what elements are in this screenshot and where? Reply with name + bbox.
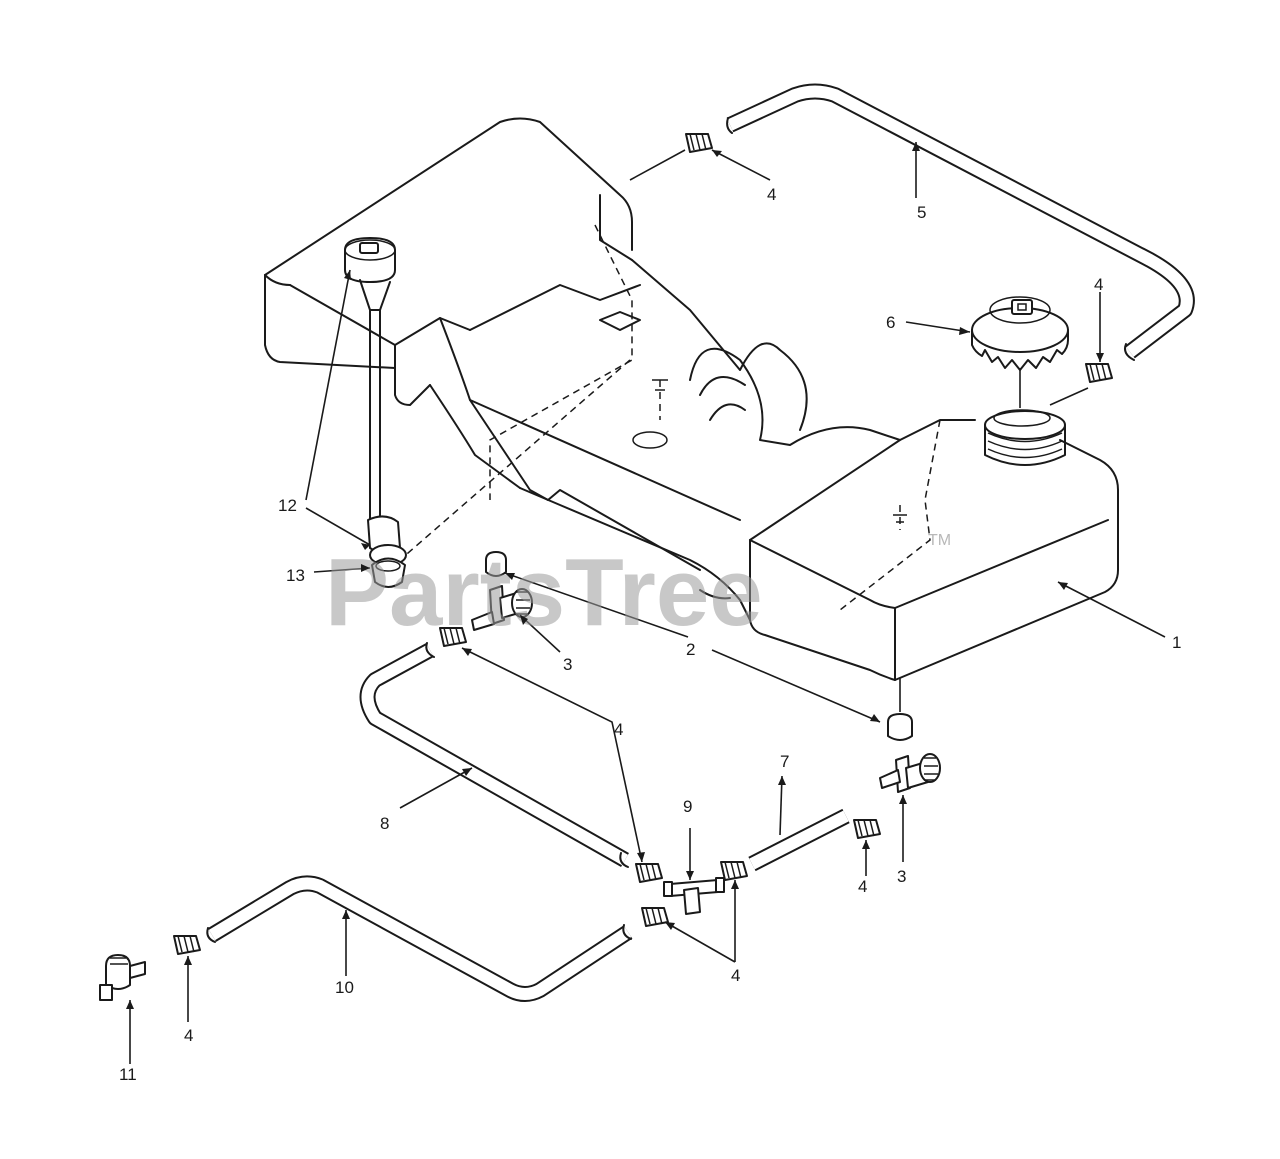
callout-13: 13 xyxy=(286,566,305,585)
clamp-right-lower xyxy=(853,819,881,839)
hose-7 xyxy=(748,808,850,872)
callout-2: 2 xyxy=(686,640,695,659)
clamp-left-upper xyxy=(439,627,467,647)
partstree-watermark: PartsTree TM xyxy=(325,532,951,646)
clamp-tee-right xyxy=(720,861,748,881)
clamp-tee-left xyxy=(635,863,663,883)
callout-4-right: 4 xyxy=(1094,275,1103,294)
hose-10 xyxy=(206,875,633,1002)
callout-4-bottom: 4 xyxy=(731,966,740,985)
callout-11: 11 xyxy=(119,1065,137,1084)
callout-4-left-tee: 4 xyxy=(614,720,623,739)
callout-3-right: 3 xyxy=(897,867,906,886)
clamp-tee-bottom xyxy=(641,907,669,927)
watermark-text: PartsTree xyxy=(325,539,763,646)
callout-9: 9 xyxy=(683,797,692,816)
callout-3-left: 3 xyxy=(563,655,572,674)
callout-8: 8 xyxy=(380,814,389,833)
fuel-filter xyxy=(99,954,146,1001)
fuel-cap xyxy=(971,296,1069,408)
callout-7: 7 xyxy=(780,752,789,771)
callout-labels: 1 2 3 3 4 4 4 4 4 4 5 6 7 8 9 10 11 12 1… xyxy=(119,185,1181,1084)
clamp-top xyxy=(685,133,713,153)
callout-5: 5 xyxy=(917,203,926,222)
callout-12: 12 xyxy=(278,496,297,515)
dipstick-assembly xyxy=(344,237,407,588)
shutoff-valve-left xyxy=(471,551,533,631)
hose-clamps xyxy=(173,133,1113,955)
callout-4-right-tee: 4 xyxy=(858,877,867,896)
callout-4-far-left: 4 xyxy=(184,1026,193,1045)
tee-fitting xyxy=(663,877,725,915)
callout-1: 1 xyxy=(1172,633,1181,652)
upper-vent-hose xyxy=(726,83,1195,361)
clamp-far-left xyxy=(173,935,201,955)
callout-6: 6 xyxy=(886,313,895,332)
hose-8 xyxy=(359,642,629,868)
fuel-tank xyxy=(264,117,1119,681)
callout-10: 10 xyxy=(335,978,354,997)
clamp-right xyxy=(1085,363,1113,383)
shutoff-valve-right xyxy=(879,678,941,793)
arrowheads xyxy=(126,142,1104,1009)
watermark-trademark: TM xyxy=(928,532,951,549)
callout-4-top: 4 xyxy=(767,185,776,204)
